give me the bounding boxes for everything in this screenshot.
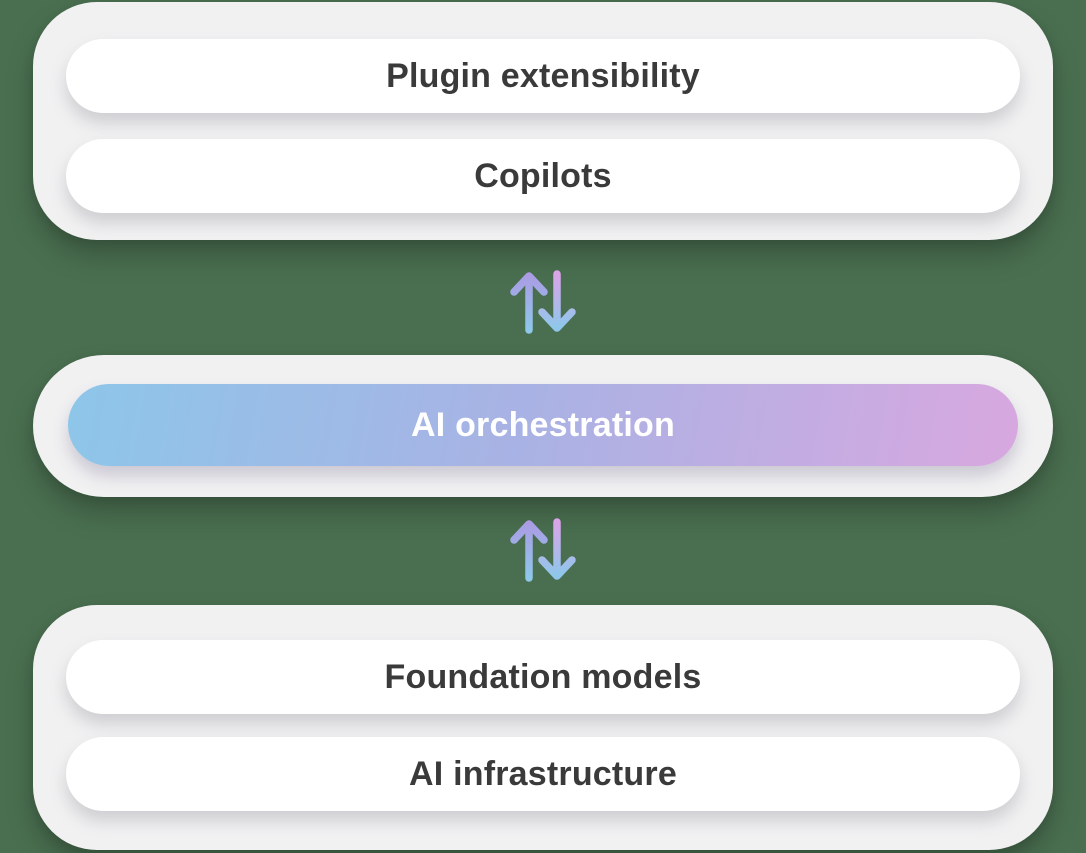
up-down-sync-arrows-icon xyxy=(510,518,576,582)
copilots-label: Copilots xyxy=(474,156,612,195)
plugin-extensibility-label: Plugin extensibility xyxy=(386,56,700,95)
foundation-layer-group: Foundation models AI infrastructure xyxy=(33,605,1053,850)
ai-infrastructure-box: AI infrastructure xyxy=(66,737,1020,811)
ai-orchestration-label: AI orchestration xyxy=(411,405,675,444)
up-arrow-icon xyxy=(510,520,548,582)
foundation-models-box: Foundation models xyxy=(66,640,1020,714)
foundation-models-label: Foundation models xyxy=(384,657,702,696)
plugin-extensibility-box: Plugin extensibility xyxy=(66,39,1020,113)
copilots-box: Copilots xyxy=(66,139,1020,213)
up-arrow-icon xyxy=(510,272,548,334)
orchestration-layer-group: AI orchestration xyxy=(33,355,1053,497)
ai-orchestration-box: AI orchestration xyxy=(68,384,1018,466)
ai-infrastructure-label: AI infrastructure xyxy=(409,754,677,793)
up-down-sync-arrows-icon xyxy=(510,270,576,334)
copilot-layer-group: Plugin extensibility Copilots xyxy=(33,2,1053,240)
down-arrow-icon xyxy=(538,518,576,580)
down-arrow-icon xyxy=(538,270,576,332)
